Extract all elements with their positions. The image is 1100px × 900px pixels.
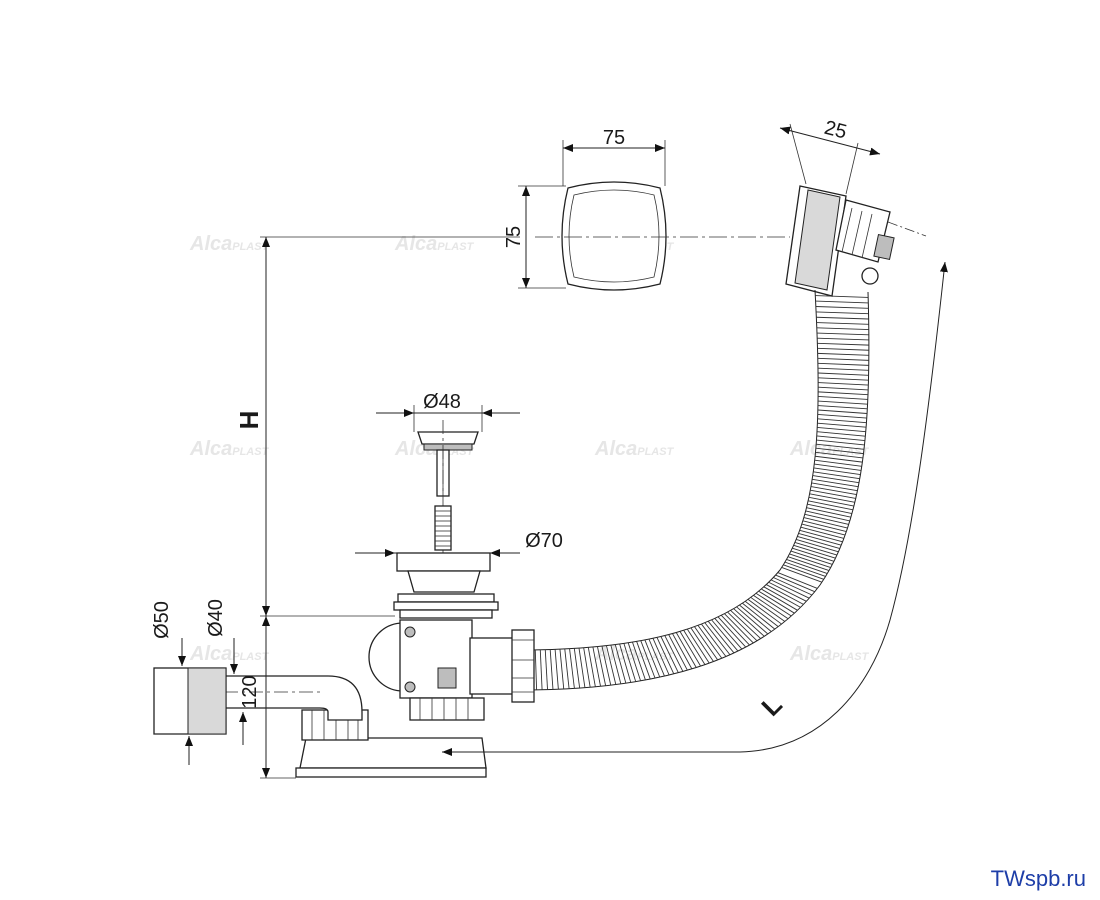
dim-waste-diameter: Ø70 bbox=[525, 530, 563, 552]
hose-rib bbox=[817, 413, 867, 419]
hose-rib bbox=[818, 372, 869, 376]
hose-rib bbox=[817, 426, 866, 433]
hose-rib bbox=[818, 386, 869, 391]
hose-rib bbox=[564, 648, 570, 689]
hose-rib bbox=[818, 396, 868, 400]
hose-rib bbox=[704, 622, 731, 656]
hose-rib bbox=[539, 649, 543, 690]
hose-rib bbox=[690, 627, 714, 662]
hose-rib bbox=[768, 581, 807, 602]
hose-rib bbox=[818, 400, 868, 405]
hose-rib bbox=[763, 586, 801, 608]
hose-rib bbox=[817, 357, 869, 361]
hose-rib bbox=[817, 405, 868, 410]
hose-rib bbox=[817, 352, 869, 356]
flexible-hose bbox=[519, 289, 870, 691]
hose-rib bbox=[818, 382, 869, 386]
hose-rib bbox=[810, 489, 856, 499]
hose-rib bbox=[817, 418, 867, 424]
hose-rib bbox=[793, 544, 836, 559]
site-label[interactable]: TWspb.ru bbox=[990, 866, 1086, 891]
watermark-2: AlcaPLAST bbox=[394, 233, 475, 255]
dim-length-label: L bbox=[755, 689, 788, 722]
dim-height-label: H bbox=[234, 411, 264, 430]
dim-overflow-depth: 25 bbox=[822, 117, 849, 144]
hose-rib bbox=[816, 327, 869, 331]
hose-rib bbox=[816, 332, 869, 336]
hose-rib bbox=[790, 550, 833, 565]
hose-rib bbox=[817, 342, 869, 346]
hose-rib bbox=[818, 391, 869, 396]
height-dimension: H bbox=[234, 236, 520, 616]
hose-rib bbox=[534, 649, 538, 690]
hose-rib bbox=[812, 475, 860, 484]
hose-rib bbox=[810, 486, 857, 496]
hose-rib bbox=[812, 478, 859, 488]
hose-rib bbox=[816, 322, 869, 325]
hose-rib bbox=[573, 648, 581, 689]
hose-rib bbox=[816, 431, 866, 437]
watermark-5: AlcaPLAST bbox=[189, 438, 270, 460]
hose-rib bbox=[697, 625, 723, 659]
hose-rib bbox=[773, 577, 813, 596]
hose-rib bbox=[816, 311, 869, 315]
hose-rib bbox=[811, 482, 858, 492]
hose-rib bbox=[544, 649, 548, 690]
hose-rib bbox=[816, 316, 869, 320]
hose-rib bbox=[796, 539, 839, 553]
hose-rib bbox=[815, 295, 869, 298]
watermark-9: AlcaPLAST bbox=[189, 643, 270, 665]
hose-rib bbox=[813, 467, 861, 476]
dim-outlet-outer-diameter: Ø50 bbox=[151, 601, 173, 639]
waste-flange: Ø70 bbox=[355, 530, 563, 619]
hose-rib bbox=[809, 493, 855, 503]
hose-rib bbox=[808, 500, 854, 511]
dim-cap-width: 75 bbox=[603, 127, 625, 149]
hose-rib bbox=[817, 337, 869, 341]
hose-rib bbox=[554, 649, 559, 690]
hose-rib bbox=[815, 300, 869, 304]
hose-rib bbox=[578, 648, 586, 688]
hose-rib bbox=[817, 409, 868, 414]
hose-rib bbox=[701, 623, 727, 657]
hose-rib bbox=[818, 377, 869, 381]
hose-rib bbox=[813, 471, 860, 480]
overflow-body: 25 bbox=[779, 117, 927, 297]
hose-rib bbox=[815, 306, 869, 309]
hose-rib bbox=[559, 649, 565, 690]
hose-rib bbox=[817, 362, 869, 366]
hose-rib bbox=[817, 422, 867, 428]
hose-rib bbox=[679, 631, 702, 667]
dim-outlet-inner-diameter: Ø40 bbox=[205, 599, 227, 637]
hose-rib bbox=[817, 367, 869, 371]
watermark-12: AlcaPLAST bbox=[789, 643, 870, 665]
dim-trap-height: 120 bbox=[239, 675, 261, 708]
hose-rib bbox=[798, 532, 842, 546]
watermark-1: AlcaPLAST bbox=[189, 233, 270, 255]
watermark-7: AlcaPLAST bbox=[594, 438, 675, 460]
dim-plug-diameter: Ø48 bbox=[423, 391, 461, 413]
hose-rib bbox=[808, 496, 855, 507]
hose-rib bbox=[792, 547, 835, 562]
hose-rib bbox=[794, 541, 838, 556]
hose-rib bbox=[766, 584, 804, 605]
hose-rib bbox=[694, 626, 719, 661]
hose-rib bbox=[817, 347, 869, 351]
hose-rib bbox=[797, 536, 841, 549]
overflow-cap-front-view: 75 75 bbox=[503, 127, 790, 291]
hose-rib bbox=[569, 648, 575, 689]
outlet-dimensions: Ø50 Ø40 120 bbox=[151, 599, 395, 779]
hose-rib bbox=[549, 649, 554, 690]
